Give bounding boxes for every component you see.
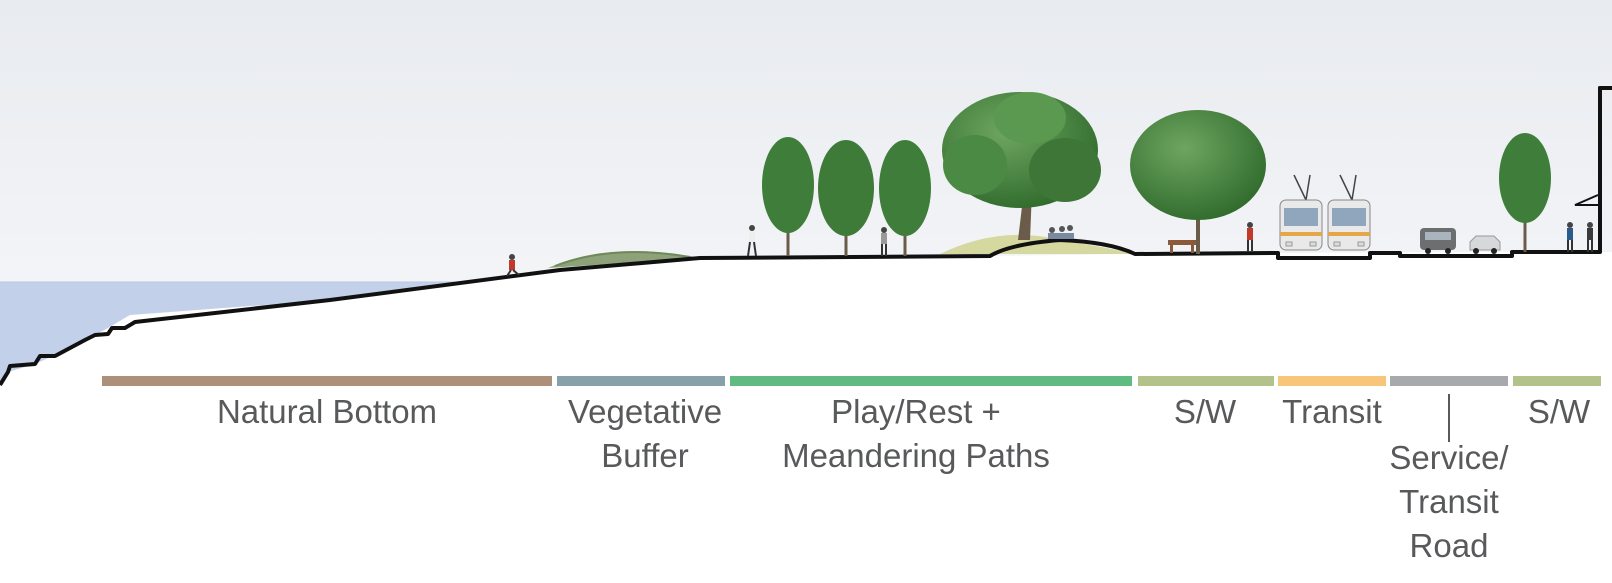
vegetative-mound (548, 250, 700, 268)
zone-label-natural-bottom: Natural Bottom (216, 393, 438, 430)
zone-label-transit: Transit (1282, 393, 1382, 430)
seated-people-icon (1048, 225, 1074, 239)
zone-bar-transit (1278, 376, 1386, 386)
zone-label-play-rest: Play/Rest + Meandering Paths (782, 393, 1050, 474)
car-icon (1469, 235, 1501, 254)
zone-label-service-transit-road: Service/ Transit Road (1389, 439, 1509, 564)
tram-icon (1327, 174, 1371, 251)
tree-icon (879, 140, 931, 256)
zone-bar-vegetative-buffer (557, 376, 725, 386)
water-body (0, 282, 455, 385)
bench-icon (1168, 240, 1196, 253)
person-icon (1587, 222, 1593, 252)
large-tree-icon (942, 92, 1101, 240)
person-icon (747, 225, 757, 257)
tram-icon (1279, 174, 1323, 251)
suv-icon (1420, 228, 1456, 254)
tree-icon (818, 140, 874, 256)
zone-bar-natural-bottom (102, 376, 552, 386)
zone-label-sidewalk-1: S/W (1173, 393, 1237, 430)
person-icon (1247, 222, 1253, 252)
tree-icon (1499, 133, 1551, 252)
person-icon (881, 227, 887, 256)
zone-bar-sidewalk-2 (1513, 376, 1601, 386)
tree-icon (762, 137, 814, 256)
zone-label-sidewalk-2: S/W (1527, 393, 1591, 430)
zone-bar-play-rest (730, 376, 1132, 386)
ground-profile (0, 86, 1612, 387)
zone-label-vegetative-buffer: Vegetative Buffer (567, 393, 723, 474)
zone-bar-sidewalk-1 (1138, 376, 1274, 386)
person-icon (506, 254, 520, 277)
service-road-leader-line (1448, 394, 1450, 442)
zone-bar-service-transit-road (1390, 376, 1508, 386)
sidewalk-tree-icon (1130, 110, 1266, 254)
person-icon (1567, 222, 1573, 252)
